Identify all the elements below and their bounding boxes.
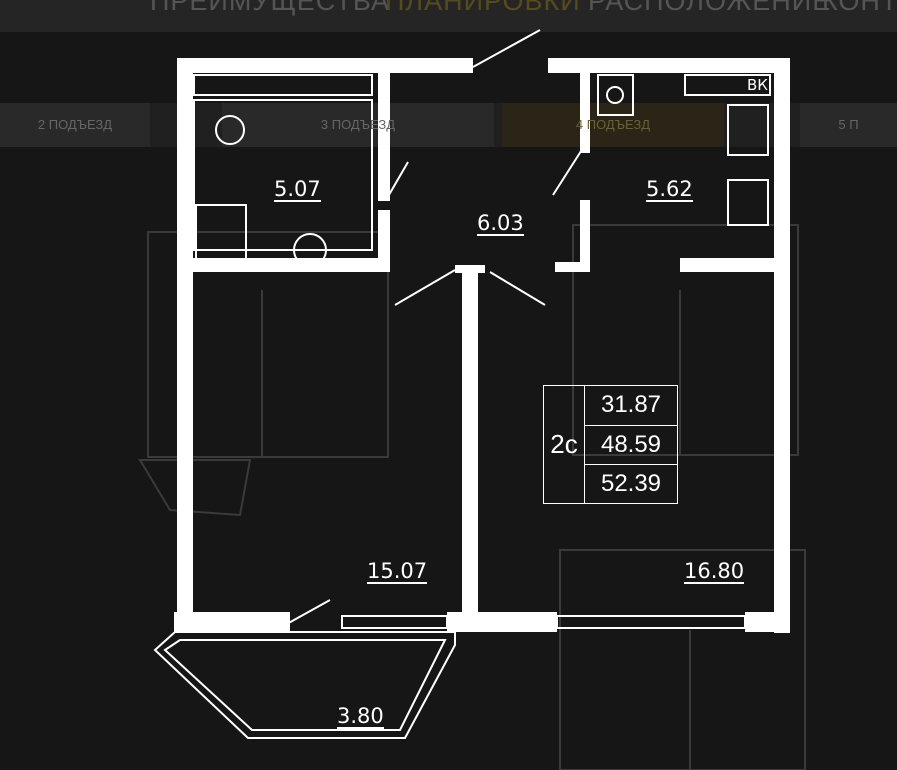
top-navigation: ПРЕИМУЩЕСТВА ПЛАНИРОВКИ РАСПОЛОЖЕНИЕ КОН…	[0, 0, 897, 32]
nav-item-layouts[interactable]: ПЛАНИРОВКИ	[385, 0, 581, 16]
apartment-info-table: 2с 31.87 48.59 52.39	[543, 385, 678, 504]
room-area-room1: 15.07	[367, 559, 428, 584]
nav-item-contacts[interactable]: КОНТ	[822, 0, 897, 16]
apartment-type: 2с	[544, 386, 585, 503]
tab-label: 4 ПОДЪЕЗД	[575, 117, 651, 132]
tab-label: 3 ПОДЪЕЗД	[320, 117, 396, 132]
tab-entrance-2[interactable]: 2 ПОДЪЕЗД	[0, 103, 150, 147]
room-area-bathroom: 5.07	[274, 177, 321, 202]
walls	[174, 58, 790, 633]
tab-entrance-5[interactable]: 5 П	[800, 103, 897, 147]
fixtures	[153, 29, 771, 739]
nav-item-location[interactable]: РАСПОЛОЖЕНИЕ	[588, 0, 832, 16]
area-with-balcony: 52.39	[585, 464, 677, 503]
room-area-kitchen: 5.62	[646, 177, 693, 202]
tab-entrance-3[interactable]: 3 ПОДЪЕЗД	[222, 103, 494, 147]
background-plan	[138, 224, 806, 770]
tab-label: 5 П	[838, 117, 859, 132]
room-area-room2: 16.80	[684, 559, 745, 584]
room-area-balcony: 3.80	[337, 704, 384, 729]
nav-item-advantages[interactable]: ПРЕИМУЩЕСТВА	[150, 0, 391, 16]
tab-label: 2 ПОДЪЕЗД	[37, 117, 113, 132]
room-area-hall: 6.03	[477, 211, 524, 236]
living-area: 31.87	[600, 391, 662, 418]
tab-entrance-4[interactable]: 4 ПОДЪЕЗД	[502, 103, 724, 147]
entrance-tabs: 2 ПОДЪЕЗД 3 ПОДЪЕЗД 4 ПОДЪЕЗД 5 П	[0, 103, 897, 147]
vk-label: ВК	[747, 76, 768, 94]
total-area: 48.59	[585, 425, 677, 464]
